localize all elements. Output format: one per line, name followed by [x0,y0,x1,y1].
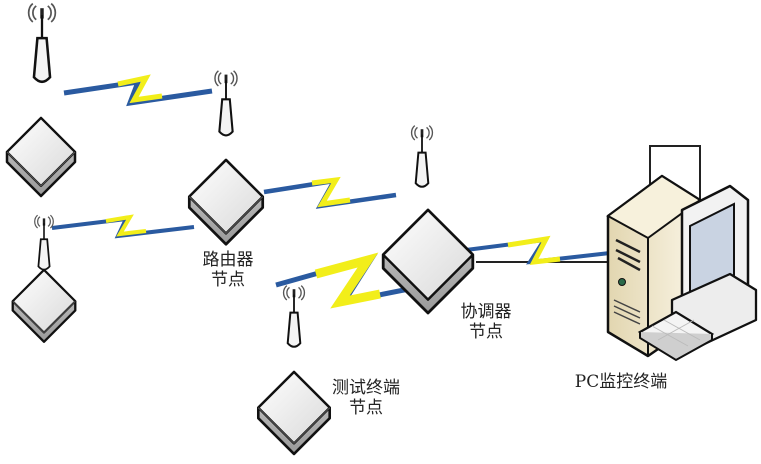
test-terminal-node [256,284,332,456]
router-label: 路由器 节点 [188,250,268,290]
coordinator-label: 协调器 节点 [446,302,526,342]
wireless-link-coordinator-pc [465,235,611,266]
test-terminal-label: 测试终端 节点 [316,378,416,418]
pc-monitor-label: PC监控终端 [556,372,686,392]
coordinator-node [381,124,475,315]
coordinator-label-line1: 协调器 [460,302,512,322]
end-node-top-left [5,2,77,198]
wireless-link-router-coordinator [263,176,397,209]
wireless-link-topleft-router [63,74,213,107]
test-terminal-label-line1: 测试终端 [332,378,400,398]
router-label-line2: 节点 [211,270,245,290]
test-terminal-label-line2: 节点 [349,398,383,418]
router-node [187,69,265,246]
coordinator-label-line2: 节点 [469,322,503,342]
pc-monitor-label-text: PC监控终端 [574,372,668,392]
wireless-link-midleft-router [51,214,195,239]
pc-monitor [606,145,758,362]
end-node-mid-left [11,214,77,343]
router-label-line1: 路由器 [202,250,254,270]
wireless-link-test-coordinator [275,252,415,309]
